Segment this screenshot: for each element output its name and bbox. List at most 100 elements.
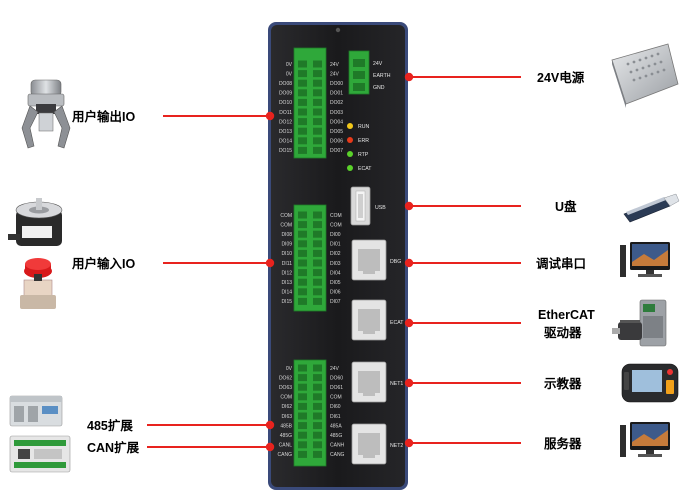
terminal-screw	[298, 402, 307, 410]
label-24v-power: 24V电源	[537, 70, 585, 85]
computer-icon	[620, 242, 670, 277]
ecat-port-label: ECAT	[390, 320, 404, 326]
pin-label: DI63	[281, 414, 292, 420]
pin-label: 0V	[286, 71, 293, 77]
pin-label: DO14	[279, 139, 292, 145]
pin-label: 485G	[330, 433, 342, 439]
terminal-screw	[313, 383, 322, 391]
pin-label: 24V	[330, 71, 340, 77]
pin-label: DI00	[330, 232, 341, 238]
terminal-screw	[298, 249, 307, 257]
terminal-screw	[313, 98, 322, 106]
terminal-screw	[298, 393, 307, 401]
emergency-stop-icon	[20, 258, 56, 309]
power-pin-label: 24V	[373, 61, 383, 67]
pin-label: CANH	[330, 443, 345, 449]
pin-label: DI03	[330, 261, 341, 267]
terminal-screw	[298, 441, 307, 449]
pin-label: CANL	[279, 443, 293, 449]
dbg-port-label: DBG	[390, 259, 401, 265]
pin-label: DI07	[330, 299, 341, 305]
dot-user-input-io	[265, 258, 275, 268]
pin-label: DI62	[281, 404, 292, 410]
terminal-screw	[313, 364, 322, 372]
pin-label: DO09	[279, 91, 292, 97]
terminal-screw	[313, 60, 322, 68]
terminal-screw	[298, 383, 307, 391]
terminal-screw	[298, 127, 307, 135]
net2-port-label: NET2	[390, 443, 403, 449]
pin-label: 485G	[280, 433, 292, 439]
terminal-screw	[313, 240, 322, 248]
usb-port: USB	[350, 186, 386, 226]
pin-label: 24V	[330, 366, 340, 372]
terminal-screw	[298, 450, 307, 458]
pin-label: DO07	[330, 148, 343, 154]
pin-label: DI14	[281, 290, 292, 296]
led-label: ECAT	[358, 166, 372, 172]
pin-label: DO60	[330, 375, 343, 381]
encoder-icon	[8, 198, 63, 246]
terminal-screw	[298, 60, 307, 68]
terminal-screw	[313, 146, 322, 154]
label-user-output-io: 用户输出IO	[71, 109, 135, 124]
pin-label: DO11	[279, 110, 292, 116]
terminal-screw	[313, 412, 322, 420]
pin-label: CANG	[278, 452, 293, 458]
terminal-screw	[313, 450, 322, 458]
led-label: RUN	[358, 124, 369, 130]
label-u-disk: U盘	[555, 199, 577, 214]
pin-label: 485B	[280, 423, 292, 429]
pin-label: DI61	[330, 414, 341, 420]
pin-label: 485A	[330, 423, 342, 429]
terminal-screw	[298, 98, 307, 106]
pin-label: COM	[330, 213, 342, 219]
pin-label: DO01	[330, 91, 343, 97]
pin-label: DO02	[330, 100, 343, 106]
pin-label: 24V	[330, 62, 340, 68]
terminal-screw	[298, 422, 307, 430]
power-pin-label: GND	[373, 85, 385, 91]
terminal-screw	[298, 118, 307, 126]
servo-drive-icon	[612, 299, 667, 347]
pin-label: 0V	[286, 62, 293, 68]
ecat-port: ECAT	[351, 299, 404, 341]
terminal-screw	[298, 70, 307, 78]
terminal-screw	[353, 59, 365, 67]
terminal-screw	[313, 211, 322, 219]
terminal-screw	[298, 259, 307, 267]
server-computer-icon	[620, 422, 670, 457]
label-teach-pendant: 示教器	[543, 376, 582, 391]
pin-label: DI04	[330, 270, 341, 276]
label-user-input-io: 用户输入IO	[71, 256, 135, 271]
terminal-screw	[313, 118, 322, 126]
terminal-screw	[298, 230, 307, 238]
terminal-screw	[298, 374, 307, 382]
io-module-icon	[9, 395, 63, 427]
usb-drive-icon	[623, 193, 680, 223]
terminal-screw	[313, 269, 322, 277]
terminal-screw	[353, 83, 365, 91]
pin-label: DO00	[330, 81, 343, 87]
net1-port-label: NET1	[390, 381, 403, 387]
pin-label: CANG	[330, 452, 345, 458]
terminal-screw	[313, 288, 322, 296]
terminal-screw	[298, 412, 307, 420]
left-labels: 用户输出IO 用户输入IO 485扩展 CAN扩展	[71, 109, 140, 455]
dot-ethercat	[404, 318, 414, 328]
terminal-screw	[313, 431, 322, 439]
pin-label: DO61	[330, 385, 343, 391]
pin-label: DI02	[330, 251, 341, 257]
label-485-ext: 485扩展	[87, 418, 133, 433]
connector-lines	[147, 72, 521, 452]
label-server: 服务器	[544, 436, 582, 451]
power-pin-label: EARTH	[373, 73, 391, 79]
dot-485	[265, 420, 275, 430]
terminal-screw	[298, 108, 307, 116]
pin-label: DO15	[279, 148, 292, 154]
terminal-screw	[313, 221, 322, 229]
led-label: RTP	[358, 152, 369, 158]
